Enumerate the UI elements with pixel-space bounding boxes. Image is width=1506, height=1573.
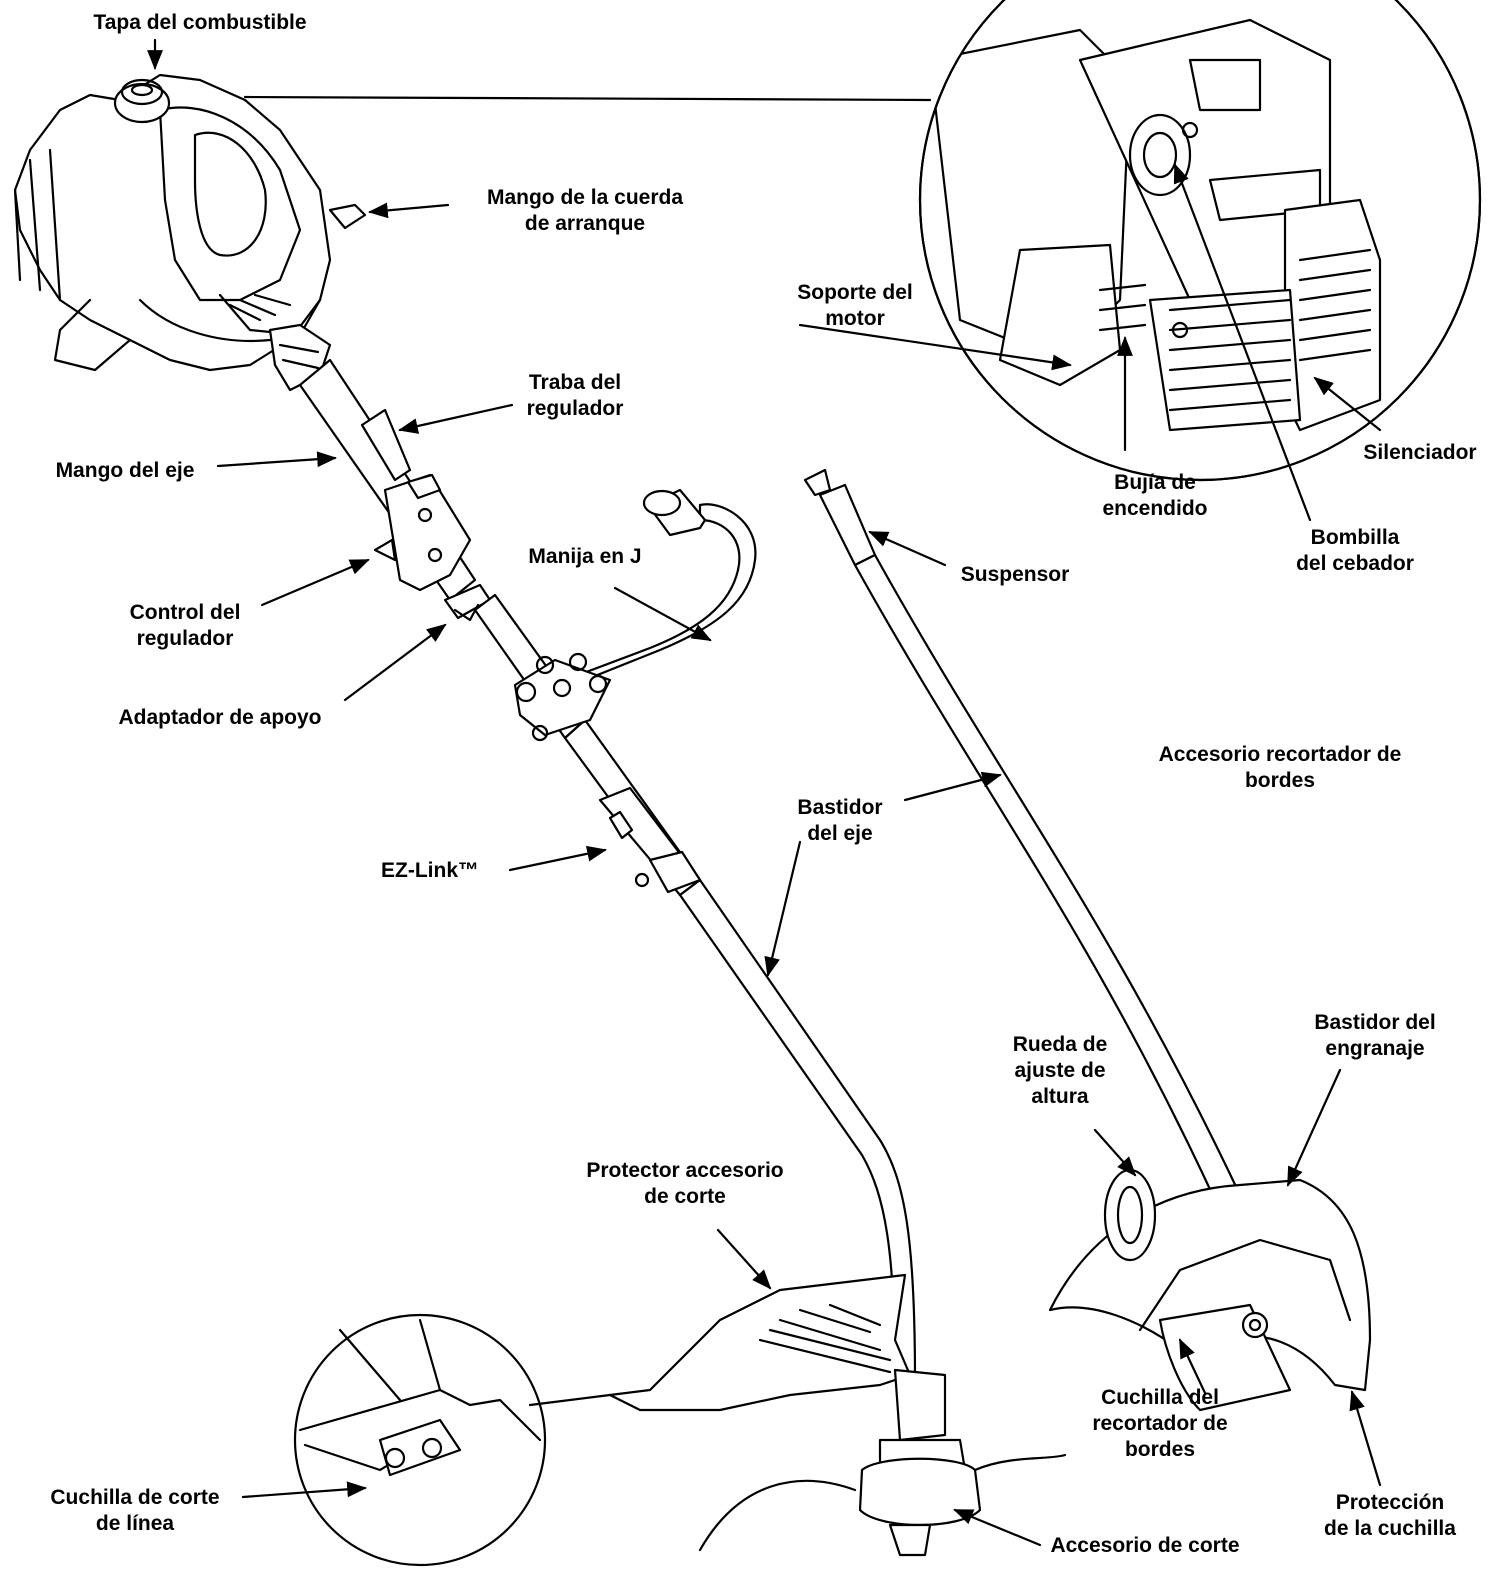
label-j-handle: Manija en J	[528, 545, 642, 568]
connector-blade-zoom	[528, 1393, 612, 1407]
label-fuel-cap: Tapa del combustible	[93, 11, 307, 34]
engine	[13, 73, 367, 392]
j-handle	[513, 488, 757, 742]
connector-engine-zoom	[243, 95, 932, 102]
trimmer-head	[608, 1273, 1067, 1557]
upper-shaft	[298, 358, 492, 622]
leader-lines	[147, 38, 1382, 1547]
label-shaft-handle: Mango del eje	[55, 459, 195, 482]
label-support-adapter: Adaptador de apoyo	[118, 706, 322, 729]
label-hanger: Suspensor	[960, 563, 1070, 586]
line-blade-inset	[293, 1313, 547, 1567]
label-muffler: Silenciador	[1363, 441, 1477, 464]
engine-zoom-inset	[918, 0, 1482, 482]
label-cutting-attachment: Accesorio de corte	[1050, 1534, 1240, 1557]
edger	[803, 468, 1372, 1412]
label-ez-link: EZ-Link™	[381, 859, 479, 882]
